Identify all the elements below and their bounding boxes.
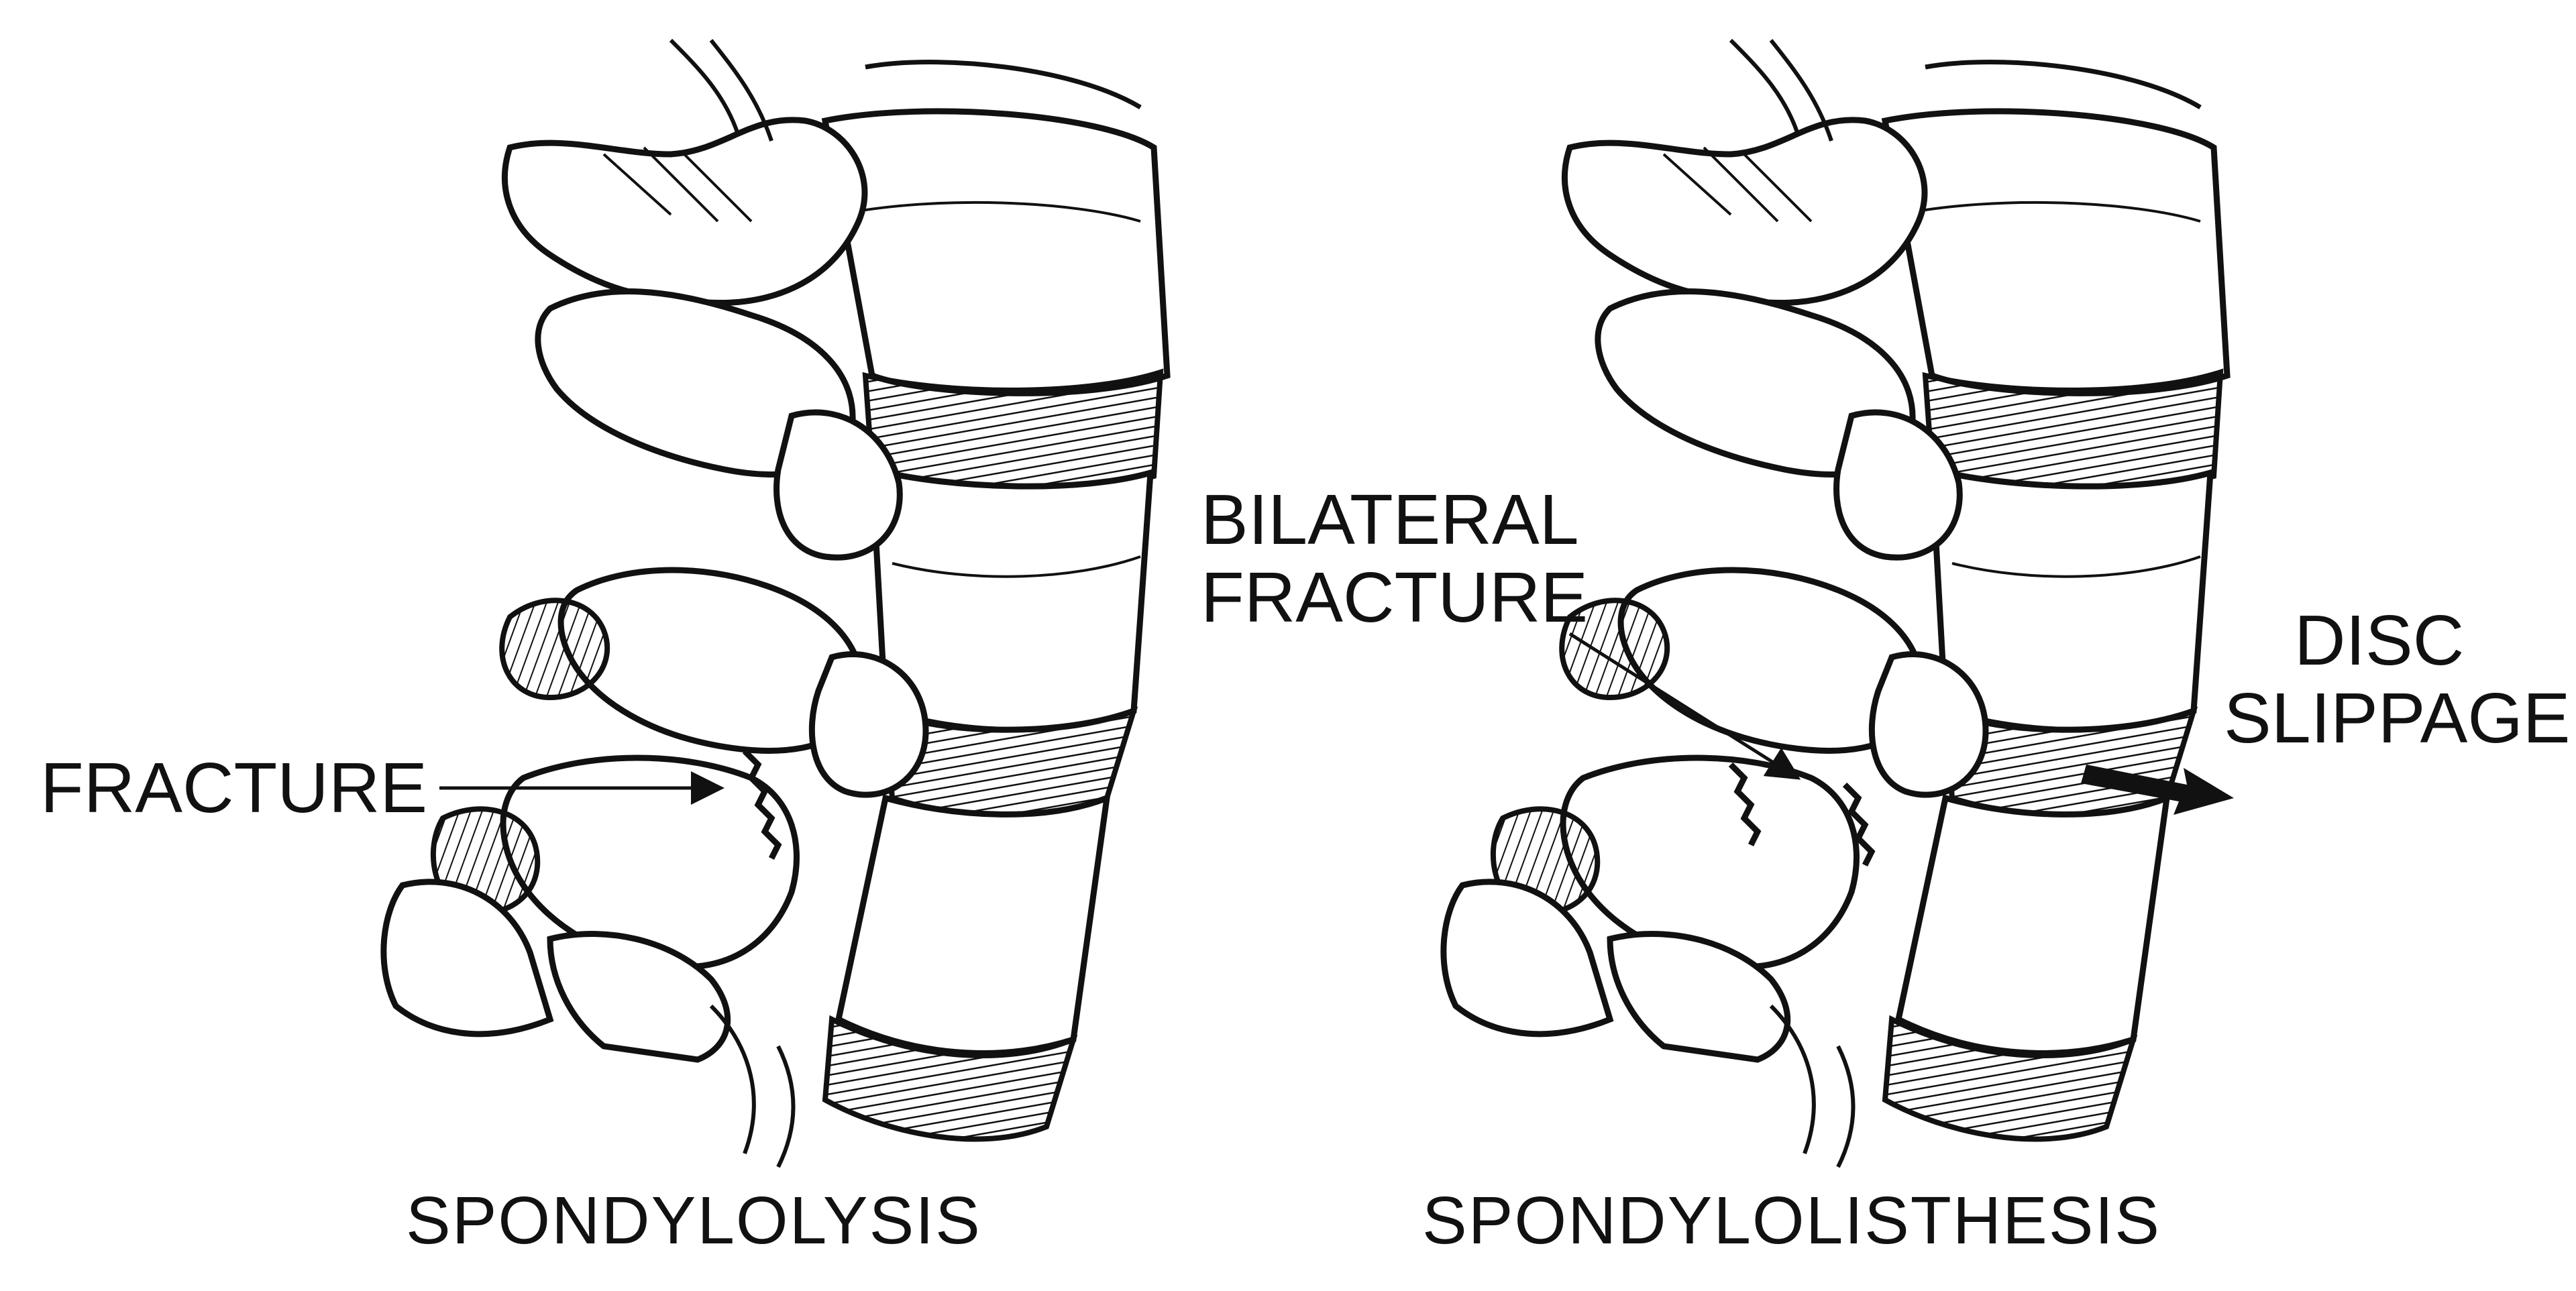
fracture-label: FRACTURE bbox=[40, 748, 428, 828]
slippage-arrow bbox=[2081, 765, 2234, 815]
bilateral-fracture-mark-left bbox=[1728, 762, 1762, 847]
bilateral-fracture-label-line2: FRACTURE bbox=[1201, 558, 1589, 637]
disc-slippage-label-line1: DISC bbox=[2294, 601, 2465, 680]
disc-slippage-label-line2: SLIPPAGE bbox=[2224, 679, 2571, 758]
spondylolisthesis-caption: SPONDYLOLISTHESIS bbox=[1422, 1183, 2161, 1258]
fracture-mark bbox=[742, 748, 782, 860]
bilateral-fracture-label-line1: BILATERAL bbox=[1201, 480, 1579, 559]
right-spine-drawing bbox=[1444, 40, 2227, 1167]
spondylolysis-caption: SPONDYLOLYSIS bbox=[406, 1183, 981, 1258]
bilateral-fracture-pointer bbox=[1568, 632, 1801, 780]
bilateral-fracture-mark-right bbox=[1842, 782, 1876, 867]
left-spine-drawing bbox=[384, 40, 1167, 1167]
